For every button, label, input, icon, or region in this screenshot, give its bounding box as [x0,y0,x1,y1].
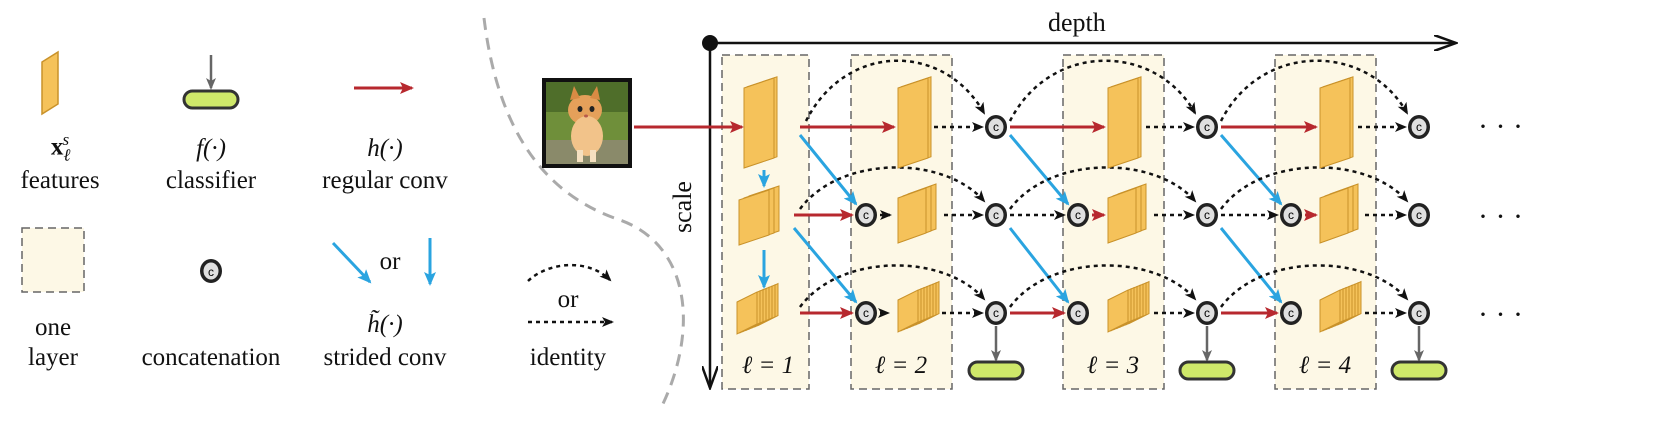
legend-one-layer-line2: layer [28,344,78,371]
feature-l4-s3 [1319,280,1362,333]
svg-text:c: c [1288,208,1294,222]
concat-r2-2: c [1067,203,1089,227]
id-c-r2-2 [1008,166,1197,210]
concat-r1-1: c [1196,115,1218,139]
concat-r3-0: c [855,301,877,325]
svg-text:c: c [1416,306,1422,320]
classifier-3 [1390,360,1448,381]
svg-text:c: c [863,306,869,320]
blue-d4 [1008,227,1070,304]
concat-r3-4: c [1280,301,1302,325]
classifier-1 [967,360,1025,381]
id-c-r3-2 [1008,264,1197,308]
layer-label-4: ℓ = 4 [1298,352,1352,379]
layer-label-2: ℓ = 2 [874,352,928,379]
concat-r2-5: c [1408,203,1430,227]
svg-text:c: c [1204,306,1210,320]
legend-feature-icon [41,50,59,116]
ellipsis-row-3: · · · [1478,298,1523,331]
ellipsis-row-2: · · · [1478,200,1523,233]
blue-d5 [1219,134,1283,206]
legend-features-symbol: xℓs [50,130,71,165]
id-c-r1-3 [1219,59,1409,122]
id-c-r1-2 [1008,59,1197,122]
classifier-2 [1178,360,1236,381]
legend-identity-curve [527,263,612,282]
id-c-r2-1 [798,166,986,210]
feature-l3-s1 [1107,76,1142,169]
feature-l1-s2 [738,185,780,246]
legend-identity-label: identity [529,344,607,371]
svg-text:c: c [863,208,869,222]
feature-l3-s2 [1107,183,1147,244]
concat-r3-3: c [1196,301,1218,325]
id-c-r2-3 [1219,166,1409,210]
legend-strided-diagonal-arrow [331,241,372,284]
id-c-r1-1 [804,59,986,122]
legend-classifier-symbol: f(·) [196,135,226,162]
concat-r3-1: c [985,301,1007,325]
svg-text:c: c [993,120,999,134]
svg-text:c: c [993,208,999,222]
legend-identity-or: or [557,286,579,313]
id-c-r3-3 [1219,264,1409,308]
layer-label-1: ℓ = 1 [741,352,795,379]
scale-axis-label: scale [668,181,697,233]
concat-r3-2: c [1067,301,1089,325]
legend-layer-box [21,227,85,293]
svg-text:c: c [1204,208,1210,222]
concat-r1-0: c [985,115,1007,139]
svg-text:c: c [1288,306,1294,320]
svg-text:c: c [1075,306,1081,320]
legend-concatenation-label: concatenation [141,344,281,371]
legend-one-layer-line1: one [34,314,72,341]
feature-l1-s3 [736,282,779,335]
svg-text:c: c [208,265,214,279]
legend-concat-icon: c [200,259,222,283]
concat-r2-4: c [1280,203,1302,227]
blue-d6 [1219,227,1283,304]
depth-axis-label: depth [1048,8,1106,37]
concat-r1-2: c [1408,115,1430,139]
concat-r2-3: c [1196,203,1218,227]
legend-strided-or: or [379,248,401,275]
blue-d1 [798,134,858,206]
ellipsis-row-1: · · · [1478,110,1523,143]
legend-classifier-label: classifier [165,167,257,194]
id-c-r3-1 [798,264,986,308]
feature-l1-s1 [743,76,778,169]
blue-d3 [1008,134,1070,206]
legend-strided-conv-label: strided conv [323,344,447,371]
feature-l3-s3 [1107,280,1150,333]
concat-r2-0: c [855,203,877,227]
input-image [542,78,632,168]
feature-l2-s3 [897,280,940,333]
feature-l4-s2 [1319,183,1359,244]
legend-regular-conv-label: regular conv [322,167,448,194]
legend-regular-conv-symbol: h(·) [367,135,403,162]
svg-text:c: c [1075,208,1081,222]
feature-l4-s1 [1319,76,1354,169]
svg-text:c: c [1416,208,1422,222]
blue-d2 [792,227,858,304]
svg-text:c: c [1204,120,1210,134]
feature-l2-s2 [897,183,937,244]
concat-r3-5: c [1408,301,1430,325]
concat-r2-1: c [985,203,1007,227]
layer-label-3: ℓ = 3 [1086,352,1140,379]
feature-l2-s1 [897,76,932,169]
legend-strided-conv-symbol: h̃(·) [367,311,403,338]
legend-classifier-icon [182,89,240,110]
separator-curve [482,17,685,411]
svg-text:c: c [993,306,999,320]
legend-features-label: features [20,167,100,194]
svg-text:c: c [1416,120,1422,134]
